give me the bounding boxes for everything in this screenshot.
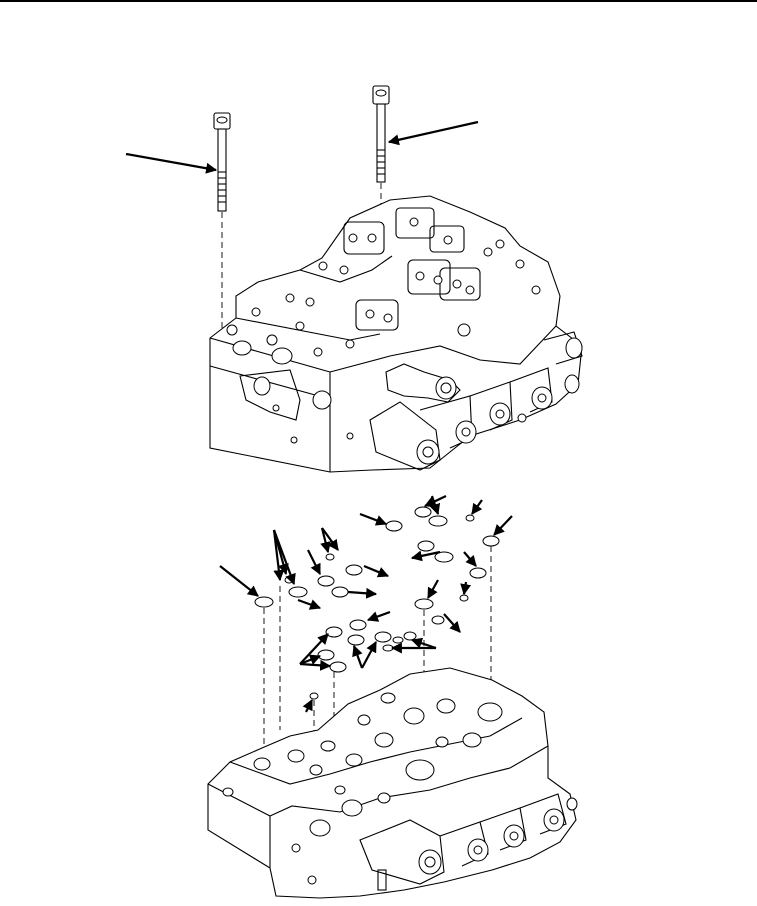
o-ring-seal-icon	[347, 634, 365, 646]
o-ring-seal-icon	[392, 636, 404, 644]
o-ring-seal-icon	[382, 644, 394, 652]
o-ring-seal-icon	[254, 596, 274, 608]
callout-arrow-icon	[387, 120, 479, 146]
lower-valve-section-icon	[207, 667, 578, 899]
o-ring-seal-icon	[349, 619, 367, 631]
o-ring-seal-icon	[385, 520, 403, 532]
o-ring-seal-icon	[417, 540, 435, 552]
o-ring-seal-icon	[414, 506, 432, 518]
long-cap-screw-icon	[372, 85, 390, 183]
o-ring-seal-group	[254, 506, 500, 700]
o-ring-seal-icon	[428, 515, 448, 527]
o-ring-seal-icon	[459, 594, 469, 602]
o-ring-seal-icon	[329, 661, 347, 673]
o-ring-seal-icon	[325, 553, 335, 561]
o-ring-seal-icon	[434, 551, 454, 563]
o-ring-callout-arrows	[219, 495, 513, 713]
short-cap-screw-icon	[213, 112, 231, 212]
o-ring-seal-icon	[309, 692, 319, 700]
o-ring-seal-icon	[288, 586, 308, 598]
o-ring-seal-icon	[431, 615, 445, 625]
o-ring-seal-icon	[465, 514, 475, 522]
o-ring-seal-icon	[317, 649, 335, 661]
upper-valve-section-icon	[209, 195, 583, 473]
o-ring-seal-icon	[482, 535, 500, 547]
o-ring-seal-icon	[345, 564, 363, 576]
callout-arrow-icon	[125, 152, 218, 174]
o-ring-seal-icon	[374, 631, 392, 643]
o-ring-seal-icon	[325, 626, 343, 638]
o-ring-seal-icon	[317, 575, 335, 587]
o-ring-seal-icon	[403, 631, 417, 641]
o-ring-seal-icon	[469, 567, 487, 579]
o-ring-seal-icon	[331, 586, 349, 598]
o-ring-seal-icon	[414, 598, 434, 610]
